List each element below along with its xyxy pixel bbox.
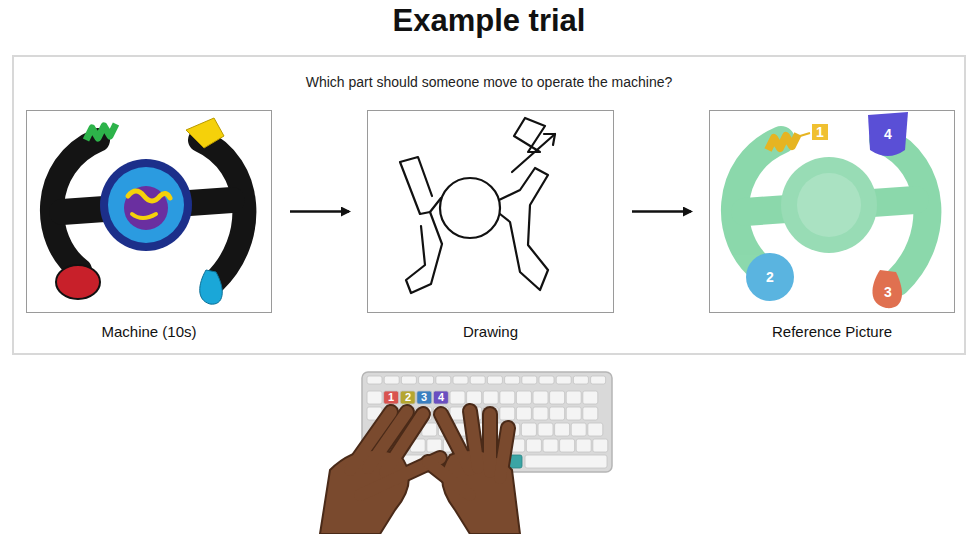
trial-panel: Which part should someone move to operat… <box>12 55 966 355</box>
key <box>556 376 571 384</box>
key <box>367 391 382 404</box>
image-frame: Machine (10s) <box>26 110 272 313</box>
callout-number: 1 <box>808 125 832 139</box>
key-number: 4 <box>429 392 453 403</box>
finger <box>482 414 498 472</box>
key <box>521 423 536 436</box>
key <box>591 376 606 384</box>
key <box>500 407 515 420</box>
flow-arrow <box>290 210 349 213</box>
key <box>538 423 553 436</box>
key <box>367 376 382 384</box>
key <box>593 439 608 452</box>
key <box>573 376 588 384</box>
key <box>566 391 581 404</box>
key <box>583 391 598 404</box>
hands <box>320 411 520 534</box>
key <box>566 407 581 420</box>
key <box>401 376 416 384</box>
sketch-drawing <box>400 118 555 293</box>
key <box>487 376 502 384</box>
finger <box>470 411 478 468</box>
key <box>505 376 520 384</box>
caption: Drawing <box>338 323 643 341</box>
reference-picture <box>735 112 927 308</box>
finger <box>500 428 508 478</box>
key <box>467 391 482 404</box>
title: Example trial <box>0 2 978 40</box>
key <box>384 376 399 384</box>
key <box>516 407 531 420</box>
key <box>436 376 451 384</box>
key <box>576 439 591 452</box>
finger <box>428 462 470 495</box>
finger <box>484 414 496 472</box>
key <box>419 376 434 384</box>
key <box>583 407 598 420</box>
question-text: Which part should someone move to operat… <box>0 73 978 91</box>
callout-number: 3 <box>876 285 900 299</box>
key <box>539 376 554 384</box>
key-number: 2 <box>396 392 420 403</box>
key <box>450 391 465 404</box>
key <box>470 376 485 384</box>
caption: Machine (10s) <box>0 323 301 341</box>
finger <box>470 411 478 468</box>
key <box>516 391 531 404</box>
key <box>550 407 565 420</box>
caption: Reference Picture <box>680 323 978 341</box>
key <box>571 423 586 436</box>
key <box>453 376 468 384</box>
key <box>525 455 607 468</box>
key <box>560 439 575 452</box>
key <box>500 391 515 404</box>
flow-arrow <box>632 210 691 213</box>
key <box>483 391 498 404</box>
callout-number: 4 <box>876 127 900 141</box>
key <box>588 423 603 436</box>
finger <box>500 428 508 478</box>
callout-number: 2 <box>758 270 782 284</box>
image-frame: Reference Picture <box>709 110 955 313</box>
image-frame: Drawing <box>367 110 614 313</box>
key <box>522 376 537 384</box>
key <box>533 391 548 404</box>
key <box>543 439 558 452</box>
key-number: 3 <box>412 392 436 403</box>
machine-photo <box>52 118 244 304</box>
key <box>526 439 541 452</box>
keyboard <box>362 372 612 472</box>
key-number: 1 <box>379 392 403 403</box>
key <box>555 423 570 436</box>
key <box>550 391 565 404</box>
key <box>533 407 548 420</box>
